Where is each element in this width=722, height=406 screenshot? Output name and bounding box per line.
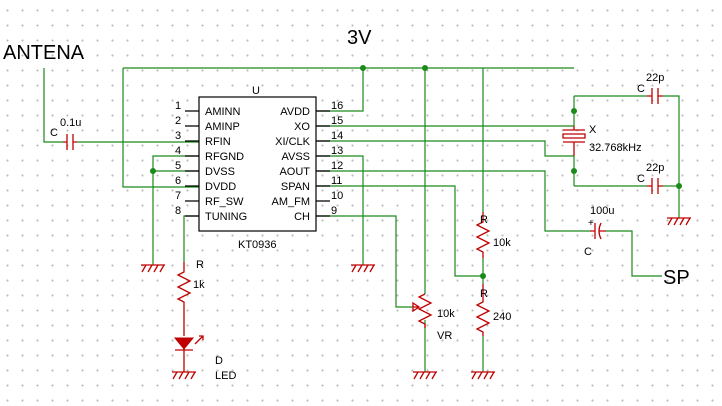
pin-13-name: AVSS (281, 151, 310, 163)
pin-4-name: RFGND (205, 151, 244, 163)
crystal-value: 32.768kHz (589, 142, 642, 154)
ground-symbol (667, 217, 691, 226)
antenna-capacitor: C 0.1u (50, 117, 81, 150)
c-xi-ref: C (637, 173, 645, 185)
pin-7-name: RF_SW (205, 196, 244, 208)
potentiometer-vr: 10k VR (412, 293, 455, 342)
resistor-240: R 240 (475, 284, 511, 336)
pin-1-num: 1 (175, 100, 181, 112)
pin-12-name: AOUT (279, 166, 310, 178)
pin-2-name: AMINP (205, 121, 240, 133)
r-bot-value: 240 (493, 311, 511, 323)
ground-symbol (141, 264, 165, 273)
pin-16-num: 16 (331, 100, 343, 112)
pin-5-num: 5 (175, 160, 181, 172)
crystal-cap-top: C 22p (637, 72, 664, 104)
c-out-plus: + (588, 218, 594, 229)
pin-11-name: SPAN (281, 181, 310, 193)
pin-5-name: DVSS (205, 166, 235, 178)
ground-symbol (351, 264, 375, 273)
pin-10-num: 10 (331, 190, 343, 202)
resistor-10k: R 10k (475, 212, 511, 258)
pin-9-name: CH (294, 211, 310, 223)
ground-symbol (172, 371, 196, 380)
pin-6-name: DVDD (205, 181, 236, 193)
pin-14-name: XI/CLK (275, 136, 311, 148)
led-ref: D (215, 355, 223, 367)
c-xi-value: 22p (646, 162, 664, 174)
speaker-label: SP (663, 267, 690, 289)
c-ant-ref: C (50, 127, 58, 139)
pin-11-num: 11 (331, 175, 342, 187)
pin-13-num: 13 (331, 145, 343, 157)
r-top-ref: R (480, 214, 488, 226)
pin-9-num: 9 (331, 205, 337, 217)
junction-dots (150, 65, 682, 279)
pin-3-num: 3 (175, 130, 181, 142)
pin-8-num: 8 (175, 205, 181, 217)
pin-12-num: 12 (331, 160, 343, 172)
pin-1-name: AMINN (205, 106, 241, 118)
ground-symbol (413, 371, 437, 380)
vr-ref: VR (437, 330, 452, 342)
ic-kt0936: U KT0936 1 2 3 4 5 6 7 8 AMINN AMINP RFI… (175, 85, 343, 251)
pin-2-num: 2 (175, 115, 181, 127)
led-d: D LED (173, 335, 236, 382)
output-capacitor: + 100u C (584, 205, 614, 258)
led-value: LED (215, 370, 236, 382)
r-bot-ref: R (480, 288, 488, 300)
c-out-value: 100u (590, 205, 614, 217)
antenna-label: ANTENA (3, 42, 85, 64)
c-ant-value: 0.1u (60, 117, 81, 129)
c-out-ref: C (584, 246, 592, 258)
supply-label: 3V (347, 27, 372, 49)
pin-16-name: AVDD (280, 106, 310, 118)
r-top-value: 10k (493, 237, 511, 249)
pin-15-name: XO (294, 121, 310, 133)
c-xo-value: 22p (646, 72, 664, 84)
r-led-ref: R (196, 259, 204, 271)
pin-8-name: TUNING (205, 211, 247, 223)
resistor-1k: R 1k (176, 259, 205, 336)
crystal-ref: X (589, 124, 597, 136)
c-xo-ref: C (637, 83, 645, 95)
ground-symbol (471, 371, 495, 380)
wires (43, 67, 680, 372)
pin-7-num: 7 (175, 190, 181, 202)
crystal-x: X 32.768kHz (562, 124, 642, 156)
ic-ref: U (252, 85, 260, 97)
ic-part: KT0936 (238, 239, 277, 251)
vr-value: 10k (437, 308, 455, 320)
r-led-value: 1k (193, 279, 205, 291)
pin-3-name: RFIN (205, 136, 231, 148)
crystal-cap-bottom: C 22p (637, 162, 664, 194)
pin-4-num: 4 (175, 145, 181, 157)
pin-6-num: 6 (175, 175, 181, 187)
pin-10-name: AM_FM (272, 196, 311, 208)
pin-14-num: 14 (331, 130, 343, 142)
pin-15-num: 15 (331, 115, 343, 127)
